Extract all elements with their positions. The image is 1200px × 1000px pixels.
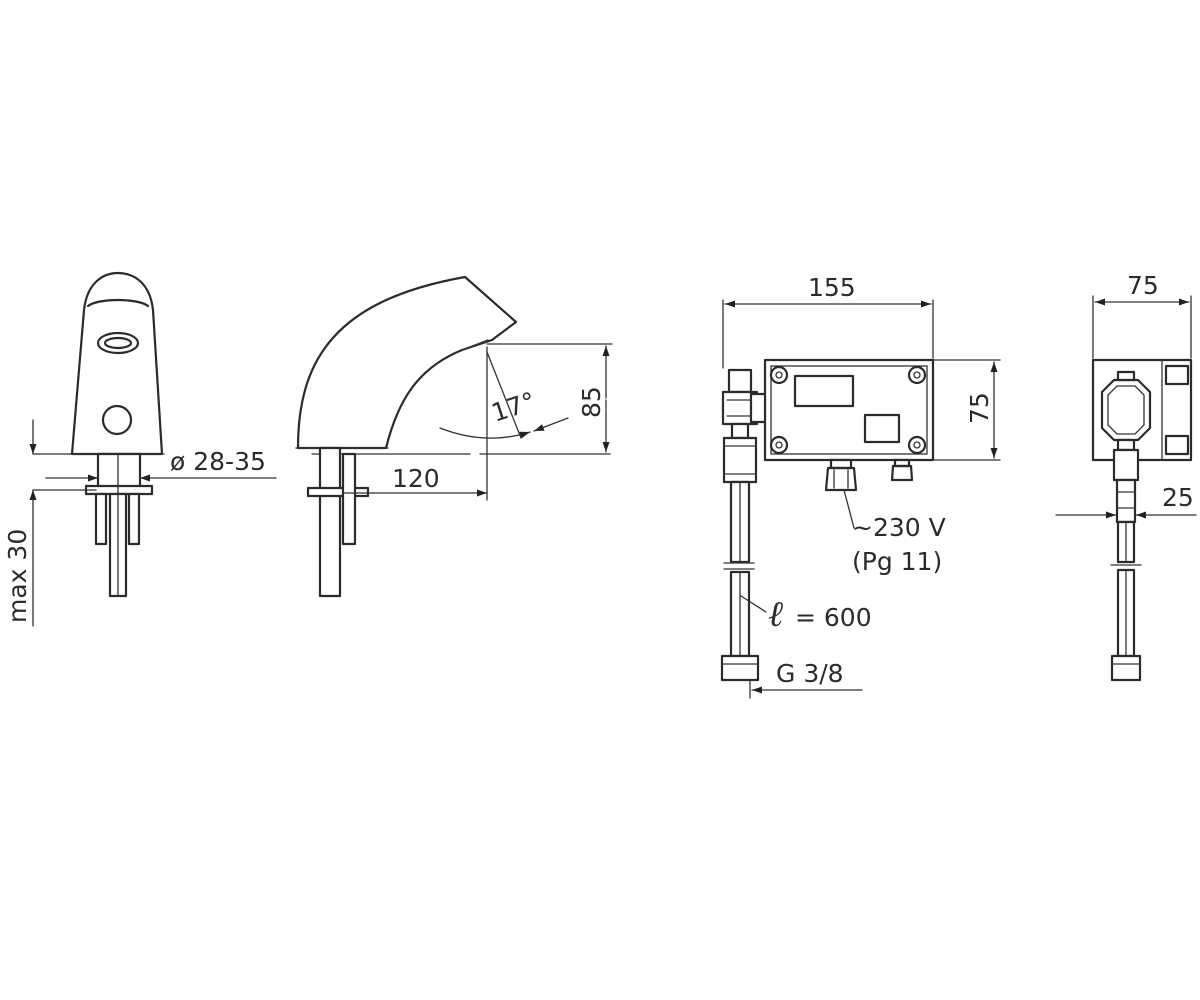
thread-g38-label: G 3/8 <box>776 659 844 688</box>
width-155-label: 155 <box>808 273 856 302</box>
control-box-side-view: 75 25 <box>1055 271 1197 682</box>
voltage-label: ~230 V <box>852 513 946 542</box>
diameter-28-35-label: ø 28-35 <box>170 447 266 476</box>
hose-length-value: = 600 <box>795 603 872 632</box>
depth-75-label: 75 <box>1127 271 1159 300</box>
faucet-side-view: 120 17° 85 <box>295 275 613 598</box>
max-30-label: max 30 <box>3 529 32 623</box>
hose-length-symbol: ℓ <box>768 594 783 635</box>
height-85-label: 85 <box>577 386 606 418</box>
gland-pg11-label: (Pg 11) <box>852 547 942 576</box>
height-75-label: 75 <box>965 392 994 424</box>
length-120-label: 120 <box>392 464 440 493</box>
width-25-label: 25 <box>1162 483 1194 512</box>
control-box-front-view: 155 75 ~230 V (Pg 11) ℓ = 600 G 3/8 <box>720 273 1001 699</box>
angle-17-label: 17° <box>488 386 539 427</box>
faucet-front-view: max 30 ø 28-35 <box>3 271 277 627</box>
